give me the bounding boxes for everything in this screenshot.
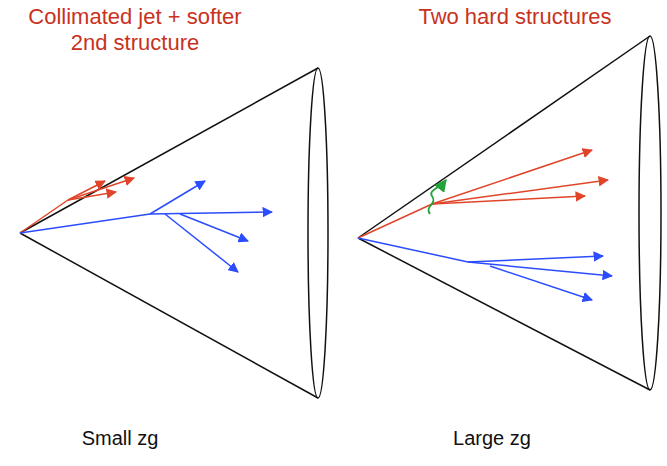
jet-cone bbox=[358, 36, 661, 390]
jet-cone bbox=[20, 68, 328, 398]
hard-subjet bbox=[20, 181, 272, 272]
panel-heading: Two hard structures bbox=[370, 4, 660, 30]
panel-caption: Large zg bbox=[392, 426, 592, 450]
groomed-radiation bbox=[428, 180, 446, 214]
hard-subjet bbox=[358, 238, 612, 300]
panel-caption: Small zg bbox=[20, 426, 220, 450]
hard-subjet bbox=[358, 150, 608, 238]
panel-heading: Collimated jet + softer 2nd structure bbox=[15, 4, 255, 57]
